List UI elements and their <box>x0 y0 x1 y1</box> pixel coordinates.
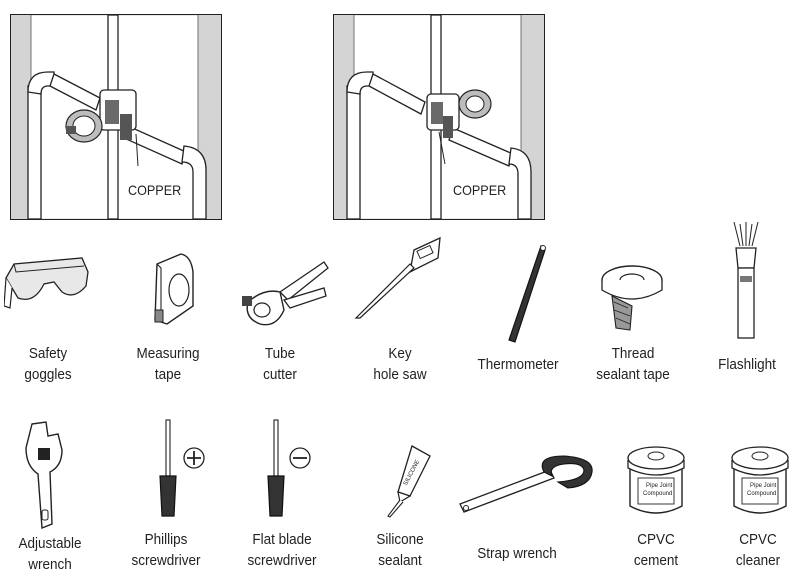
flashlight-icon <box>733 222 759 339</box>
valve-installation-illustration <box>333 14 545 220</box>
tube-cutter-icon <box>242 261 329 326</box>
tool-thread-sealant-tape <box>598 262 668 334</box>
valve-installation-illustration <box>10 14 222 220</box>
measuring-tape-icon <box>154 253 194 325</box>
silicone-sealant-icon <box>387 445 431 518</box>
can-label-line1: Pipe Joint <box>646 483 673 489</box>
tool-cpvc-cement: Pipe Joint Compound <box>626 444 686 518</box>
copper-label: COPPER <box>453 182 507 198</box>
can-label-line2: Compound <box>747 491 777 497</box>
can-label-line1: Pipe Joint <box>750 483 777 489</box>
tool-silicone-sealant: SILICONE <box>376 442 436 518</box>
tool-adjustable-wrench <box>22 420 72 530</box>
safety-goggles-icon <box>4 257 89 309</box>
tool-label: Flashlight <box>718 356 776 373</box>
tool-flashlight <box>728 222 764 342</box>
tool-phillips-screwdriver <box>152 418 210 518</box>
phillips-screwdriver-icon <box>159 419 205 517</box>
tool-tube-cutter <box>240 258 330 334</box>
cpvc-cleaner-icon <box>731 446 789 514</box>
tool-strap-wrench <box>456 452 596 516</box>
valve-diagram-right: COPPER <box>333 14 545 220</box>
adjustable-wrench-icon <box>25 421 63 530</box>
tool-flat-blade-screwdriver <box>262 418 322 518</box>
tool-safety-goggles <box>4 248 90 318</box>
tool-cpvc-cleaner: Pipe Joint Compound <box>730 444 790 518</box>
thread-sealant-tape-icon <box>601 265 663 331</box>
tool-measuring-tape <box>147 250 197 330</box>
copper-label: COPPER <box>128 182 182 198</box>
strap-wrench-icon <box>459 455 593 513</box>
flat-blade-screwdriver-icon <box>267 419 311 517</box>
cpvc-cement-icon <box>627 446 685 514</box>
tool-key-hole-saw <box>352 236 442 320</box>
can-label-line2: Compound <box>643 491 673 497</box>
valve-diagram-left: COPPER <box>10 14 222 220</box>
key-hole-saw-icon <box>354 236 441 319</box>
tool-thermometer <box>505 244 549 346</box>
tool-label: Strap wrench <box>477 545 557 562</box>
thermometer-icon <box>508 244 546 343</box>
tool-label: Thermometer <box>477 356 559 373</box>
